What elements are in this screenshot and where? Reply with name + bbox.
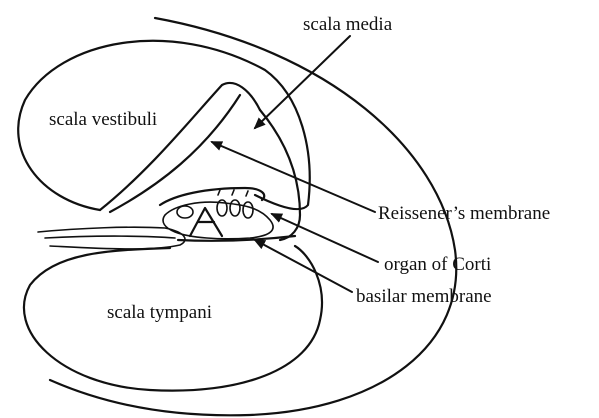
reissners-membrane-arrow bbox=[212, 142, 375, 212]
scala-media-lateral-wall bbox=[260, 110, 300, 240]
label-scala-vestibuli: scala vestibuli bbox=[49, 109, 157, 130]
spiral-lamina-inner-line bbox=[45, 236, 175, 238]
label-basilar-membrane: basilar membrane bbox=[356, 286, 492, 307]
label-scala-tympani: scala tympani bbox=[107, 302, 212, 323]
scala-media-arrow bbox=[255, 36, 350, 128]
osseous-spiral-lamina bbox=[38, 227, 185, 249]
label-reissners-membrane: Reissener’s membrane bbox=[378, 203, 550, 224]
label-organ-of-corti: organ of Corti bbox=[384, 254, 491, 275]
basilar-membrane-arrow bbox=[255, 240, 352, 292]
label-scala-media: scala media bbox=[303, 14, 393, 35]
